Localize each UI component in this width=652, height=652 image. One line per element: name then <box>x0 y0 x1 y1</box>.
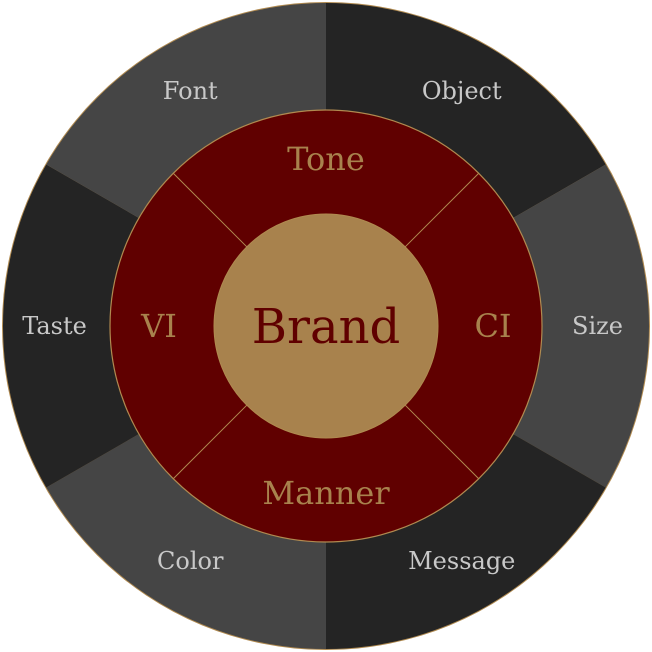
middle-label-manner: Manner <box>262 474 390 512</box>
outer-label: Font <box>163 77 218 105</box>
ring-divider <box>404 172 480 248</box>
outer-segment-font <box>46 3 326 218</box>
outer-segment-size <box>513 164 649 488</box>
outer-label: Message <box>408 547 515 575</box>
middle-label-tone: Tone <box>287 140 365 178</box>
ring-divider <box>404 404 480 480</box>
outer-segment-color <box>46 434 326 649</box>
center-circle <box>213 213 439 439</box>
outer-label: Color <box>157 547 224 575</box>
outer-label: Taste <box>22 312 87 340</box>
ring-divider <box>172 172 248 248</box>
outer-segment-object <box>326 3 606 218</box>
outer-segment-taste <box>3 164 139 488</box>
outer-label: Size <box>572 312 623 340</box>
ring-divider <box>172 404 248 480</box>
middle-label-ci: CI <box>474 307 511 345</box>
center-label: Brand <box>252 299 400 355</box>
outer-segment-message <box>326 434 606 649</box>
middle-label-vi: VI <box>140 307 177 345</box>
outer-label: Object <box>422 77 502 105</box>
